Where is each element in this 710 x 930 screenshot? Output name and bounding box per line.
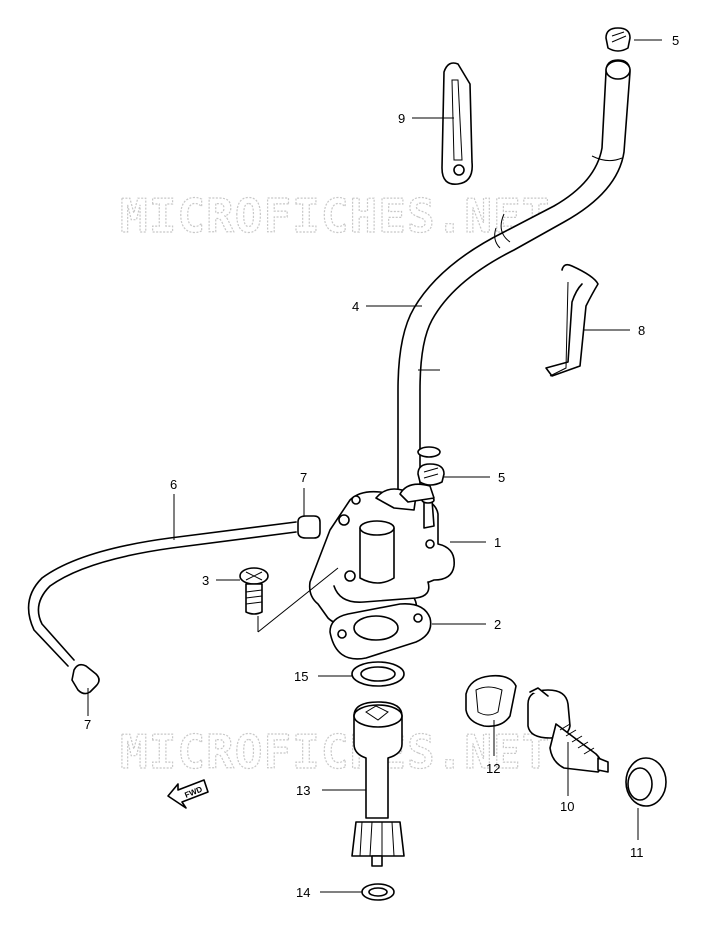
callout-13: 13 (296, 783, 310, 798)
fwd-arrow-icon: FWD (167, 779, 209, 809)
part-5-lower-clip (417, 463, 445, 486)
bolt-guide-line (257, 567, 339, 633)
callout-2: 2 (494, 617, 501, 632)
callout-6: 6 (170, 477, 177, 492)
callout-1: 1 (494, 535, 501, 550)
callout-3: 3 (202, 573, 209, 588)
part-11-clip (465, 674, 517, 728)
callout-15: 15 (294, 669, 308, 684)
part-8-wire-clip (545, 263, 599, 377)
callout-labels: 5 9 4 8 5 6 7 1 3 2 15 7 12 10 11 13 14 (84, 33, 679, 900)
part-3-bolt (239, 567, 269, 615)
part-1-oil-pump (308, 483, 455, 626)
part-9-bracket (441, 62, 474, 185)
callout-4: 4 (352, 299, 359, 314)
callout-12: 11 (630, 845, 644, 860)
part-7-bottom-cap (71, 663, 100, 695)
callout-8: 8 (638, 323, 645, 338)
part-12-bearing (625, 757, 667, 807)
callout-10: 10 (560, 799, 574, 814)
callout-9: 9 (398, 111, 405, 126)
part-14-washer (361, 883, 395, 901)
leader-lines (87, 39, 662, 893)
callout-14: 14 (296, 885, 310, 900)
part-13-drive-gear (351, 701, 405, 867)
part-7-top-cap (297, 515, 321, 539)
callout-7-bottom: 7 (84, 717, 91, 732)
watermark-top: MICROFICHES.NET (120, 189, 550, 243)
part-4-hose (397, 59, 631, 526)
part-2-gasket (329, 602, 432, 660)
callout-5-lower: 5 (498, 470, 505, 485)
callout-5-top: 5 (672, 33, 679, 48)
watermark-bottom: MICROFICHES.NET (120, 725, 550, 779)
part-5-top-clip (605, 27, 631, 52)
callout-7-top: 7 (300, 470, 307, 485)
part-15-o-ring (351, 661, 405, 687)
callout-11: 12 (486, 761, 500, 776)
part-10-speedometer-gear (527, 687, 609, 773)
part-6-tube (27, 521, 297, 667)
